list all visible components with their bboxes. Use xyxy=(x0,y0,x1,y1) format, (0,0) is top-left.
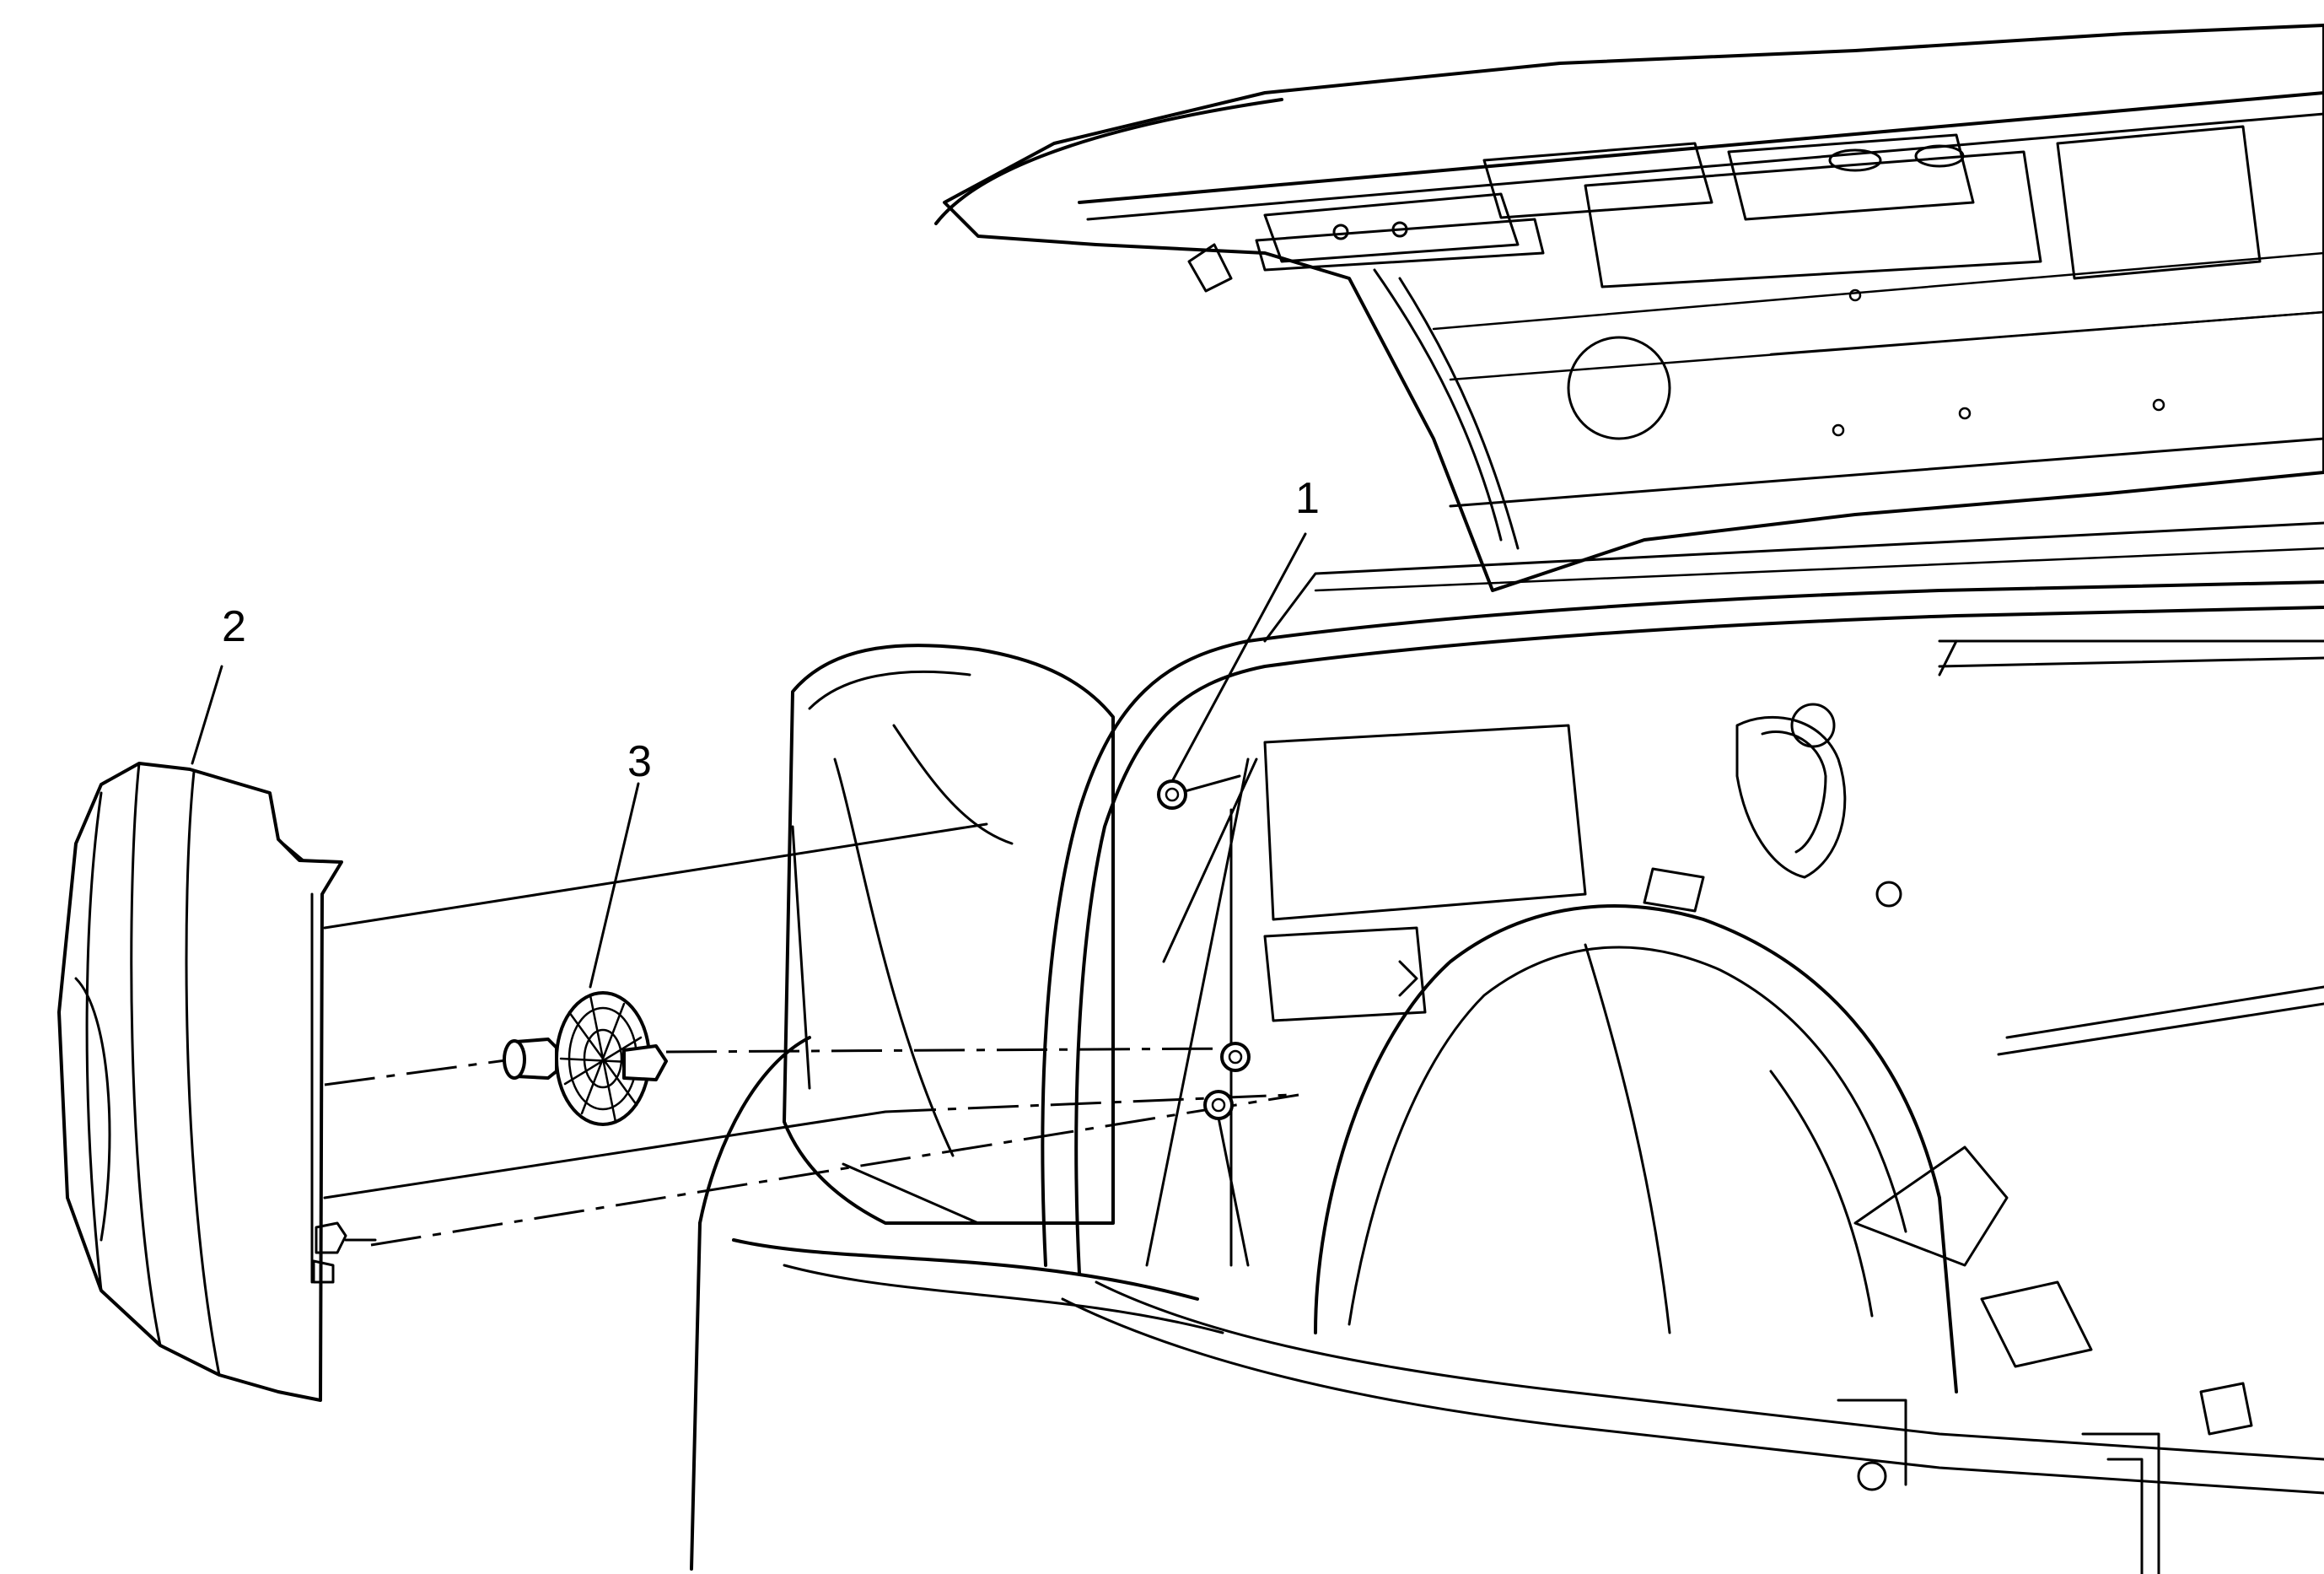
projection-lines xyxy=(323,774,1299,1247)
rear-quarter-panel xyxy=(690,644,1224,1571)
mounting-nut-middle xyxy=(1220,1042,1251,1072)
mounting-nut-lower xyxy=(1203,1090,1234,1120)
mounting-nut-upper xyxy=(1157,779,1187,810)
tail-lamp-assembly xyxy=(57,762,377,1402)
callout-1-label: 1 xyxy=(1295,474,1320,523)
bulb-socket xyxy=(503,991,668,1126)
trunk-interior xyxy=(1145,703,2253,1574)
callout-3-label: 3 xyxy=(627,737,652,786)
trunk-lid xyxy=(934,24,2324,592)
leader-lines xyxy=(191,532,1307,989)
callout-1-leader xyxy=(1162,532,1307,799)
callout-2-label: 2 xyxy=(222,602,246,651)
trunk-opening xyxy=(1041,521,2324,1495)
callout-2-leader xyxy=(191,665,223,765)
callout-3-leader xyxy=(589,782,640,989)
